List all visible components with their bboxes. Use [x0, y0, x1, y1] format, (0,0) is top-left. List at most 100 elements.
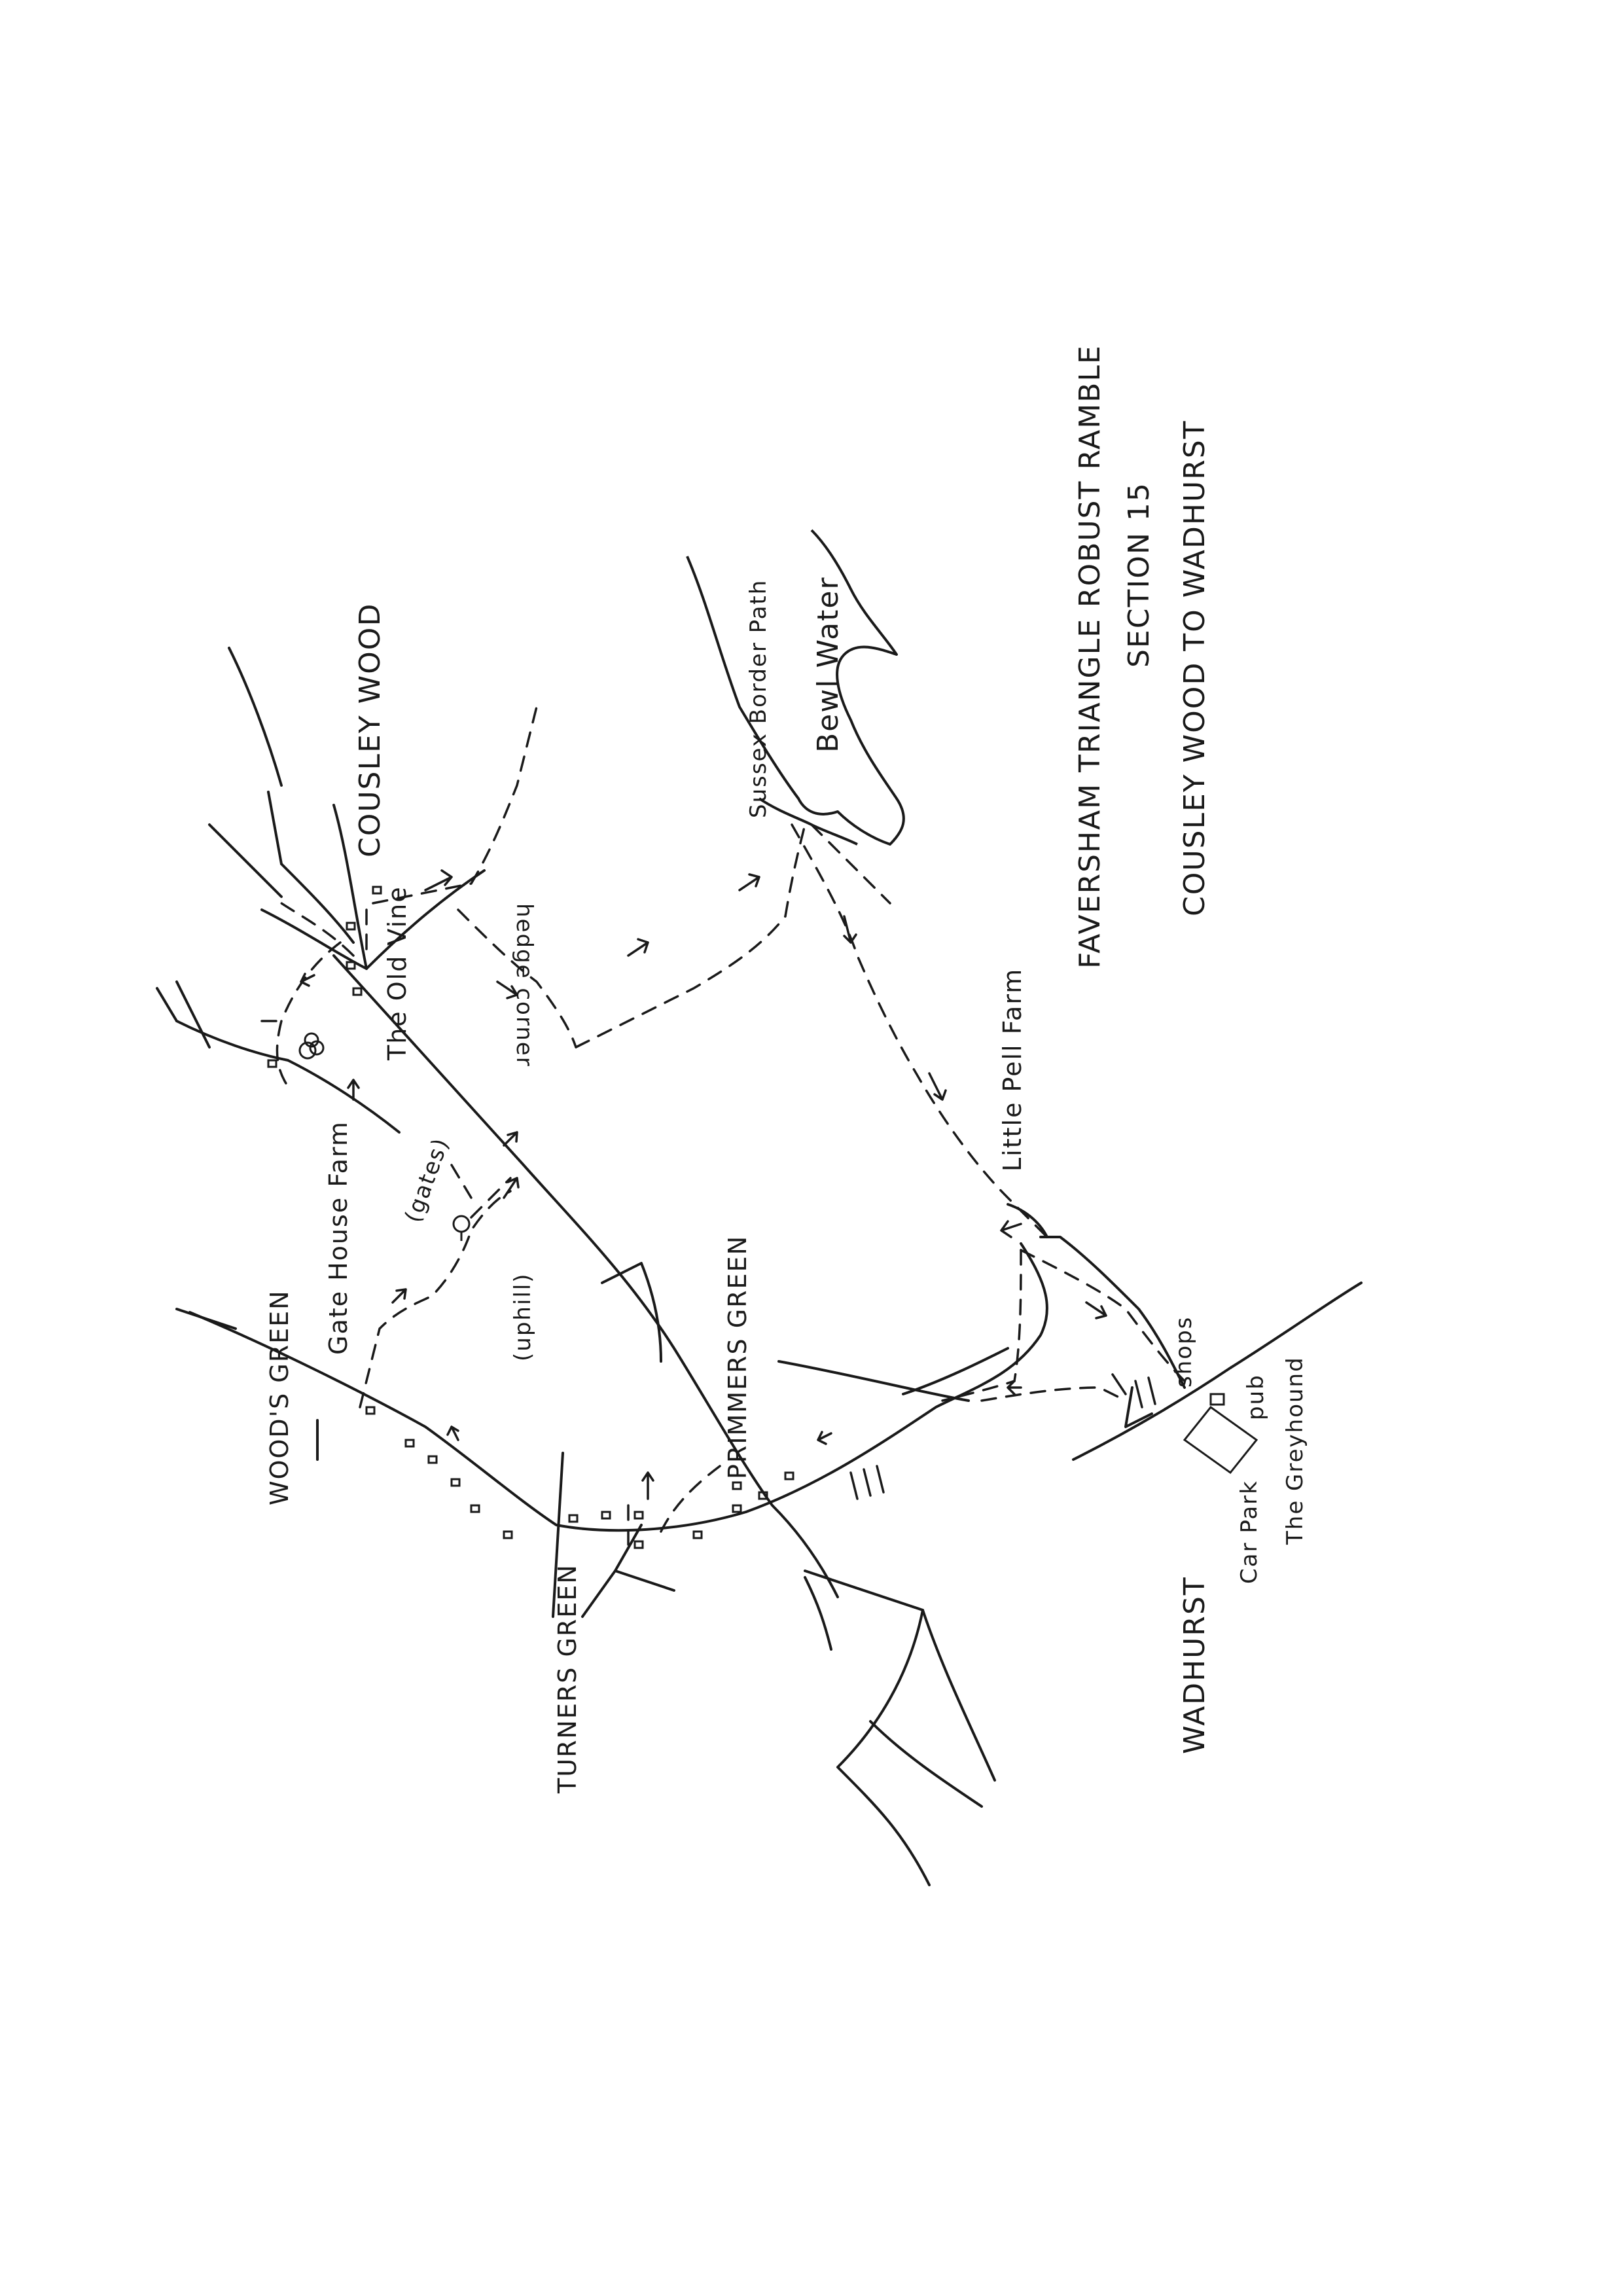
path-old-vine-loop — [280, 902, 355, 957]
arrow-icon — [627, 938, 649, 957]
road-wadhurst-junction — [1124, 1386, 1153, 1428]
path-cousley-south — [365, 706, 538, 957]
label-gate-house-farm: Gate House Farm — [324, 1121, 353, 1355]
label-sussex-border-path: Sussex Border Path — [745, 579, 772, 818]
arrow-icon — [300, 973, 315, 987]
map-symbols — [298, 1032, 1156, 1500]
building — [633, 1511, 644, 1520]
building — [732, 1504, 742, 1513]
road-woods-green-west — [175, 1308, 237, 1330]
path-border-route — [784, 823, 806, 918]
stile-icon — [1134, 1376, 1156, 1408]
road-cousley-nw — [267, 791, 355, 944]
arrow-icon — [1007, 1380, 1022, 1395]
tree-icon — [452, 1215, 471, 1241]
bewl-water-inner — [758, 797, 858, 846]
path-pell-to-shops — [1020, 1249, 1186, 1382]
road-wadhurst-high-street — [1072, 1282, 1363, 1461]
road-cousley-north — [332, 804, 368, 970]
map-title-line1: FAVERSHAM TRIANGLE ROBUST RAMBLE — [1073, 344, 1107, 969]
building — [427, 1455, 438, 1464]
arrow-icon — [347, 1079, 360, 1101]
path-hedge-to-border — [575, 915, 787, 1049]
road-south-stub — [804, 1576, 832, 1651]
road-turners-fork — [581, 1524, 675, 1618]
building — [404, 1439, 415, 1448]
building — [365, 1406, 376, 1415]
road-gate-house — [175, 1020, 401, 1134]
road-primmers-south — [804, 1570, 996, 1782]
road-primmers-north — [777, 1360, 970, 1402]
road-turners-green — [552, 1452, 564, 1618]
label-uphill: (uphill) — [510, 1272, 536, 1361]
path-cousley-to-hedge — [457, 908, 577, 1049]
label-bewl-water: Bewl Water — [812, 576, 845, 753]
arrow-icon — [1111, 1373, 1127, 1395]
roads — [156, 647, 1363, 1886]
label-gates: (gates) — [400, 1134, 455, 1226]
arrow-icon — [817, 1431, 832, 1445]
buildings — [267, 886, 1258, 1549]
arrow-icon — [641, 1471, 654, 1500]
map-title-line3: COUSLEY WOOD TO WADHURST — [1178, 420, 1211, 916]
label-hedge-corner: hedge corner — [511, 903, 537, 1067]
building — [346, 961, 356, 970]
path-border-alt — [810, 823, 891, 905]
road-primmers-sw — [836, 1609, 931, 1886]
path-gates-uphill — [450, 1164, 512, 1219]
bewl-water — [686, 529, 905, 846]
building — [692, 1530, 703, 1539]
path-primmers-to-wadhurst — [980, 1386, 1127, 1402]
building — [758, 1491, 768, 1500]
label-woods-green: WOOD'S GREEN — [265, 1289, 294, 1505]
road-pell-north — [1007, 1203, 1048, 1238]
building — [346, 922, 356, 931]
road-cousley-east — [365, 869, 486, 970]
route-footpaths — [260, 706, 1186, 1546]
arrow-icon — [424, 869, 453, 891]
map-labels: FAVERSHAM TRIANGLE ROBUST RAMBLE SECTION… — [265, 344, 1308, 1794]
the-greyhound-pub — [1209, 1393, 1225, 1406]
bewl-water-outline — [686, 529, 905, 846]
road-cousley-far-nw — [228, 647, 283, 787]
building — [732, 1481, 742, 1490]
building — [352, 987, 363, 996]
road-cousley-primmers — [332, 954, 839, 1598]
label-the-old-vine: The Old Vine — [383, 886, 412, 1061]
arrow-icon — [446, 1426, 459, 1441]
arrow-icon — [928, 1072, 947, 1101]
label-wadhurst: WADHURST — [1178, 1576, 1211, 1754]
building — [601, 1511, 611, 1520]
car-park-outline — [1183, 1405, 1258, 1475]
label-shops: shops — [1171, 1316, 1197, 1388]
label-primmers-green: PRIMMERS GREEN — [723, 1235, 752, 1479]
label-car-park: Car Park — [1236, 1480, 1262, 1584]
building — [470, 1504, 480, 1513]
path-gate-house — [359, 1190, 512, 1408]
road-cousley-ne-diag — [208, 823, 283, 898]
arrow-icon — [503, 1131, 518, 1147]
road-wadhurst-sw — [869, 1720, 983, 1808]
map-title-line2: SECTION 15 — [1122, 482, 1156, 668]
label-little-pell-farm: Little Pell Farm — [998, 968, 1027, 1172]
road-north-west-stub — [156, 980, 211, 1049]
arrow-icon — [503, 1177, 520, 1199]
building — [568, 1514, 579, 1523]
arrow-icon — [738, 873, 760, 891]
road-b2099 — [188, 1242, 1048, 1532]
building — [784, 1471, 794, 1480]
arrow-icon — [391, 1288, 407, 1304]
arrow-icon — [1000, 1220, 1022, 1238]
label-cousley-wood: COUSLEY WOOD — [353, 603, 387, 857]
tree-icon — [298, 1032, 325, 1060]
road-little-pell — [1039, 1236, 1186, 1389]
label-turners-green: TURNERS GREEN — [553, 1564, 582, 1794]
arrow-icon — [843, 915, 857, 944]
road-side-turners — [601, 1262, 662, 1363]
direction-arrows — [300, 869, 1127, 1500]
path-border-to-pell — [791, 823, 1048, 1238]
arrow-icon — [496, 980, 518, 999]
building — [372, 886, 382, 895]
stile-icon — [849, 1465, 885, 1500]
building — [503, 1530, 513, 1539]
